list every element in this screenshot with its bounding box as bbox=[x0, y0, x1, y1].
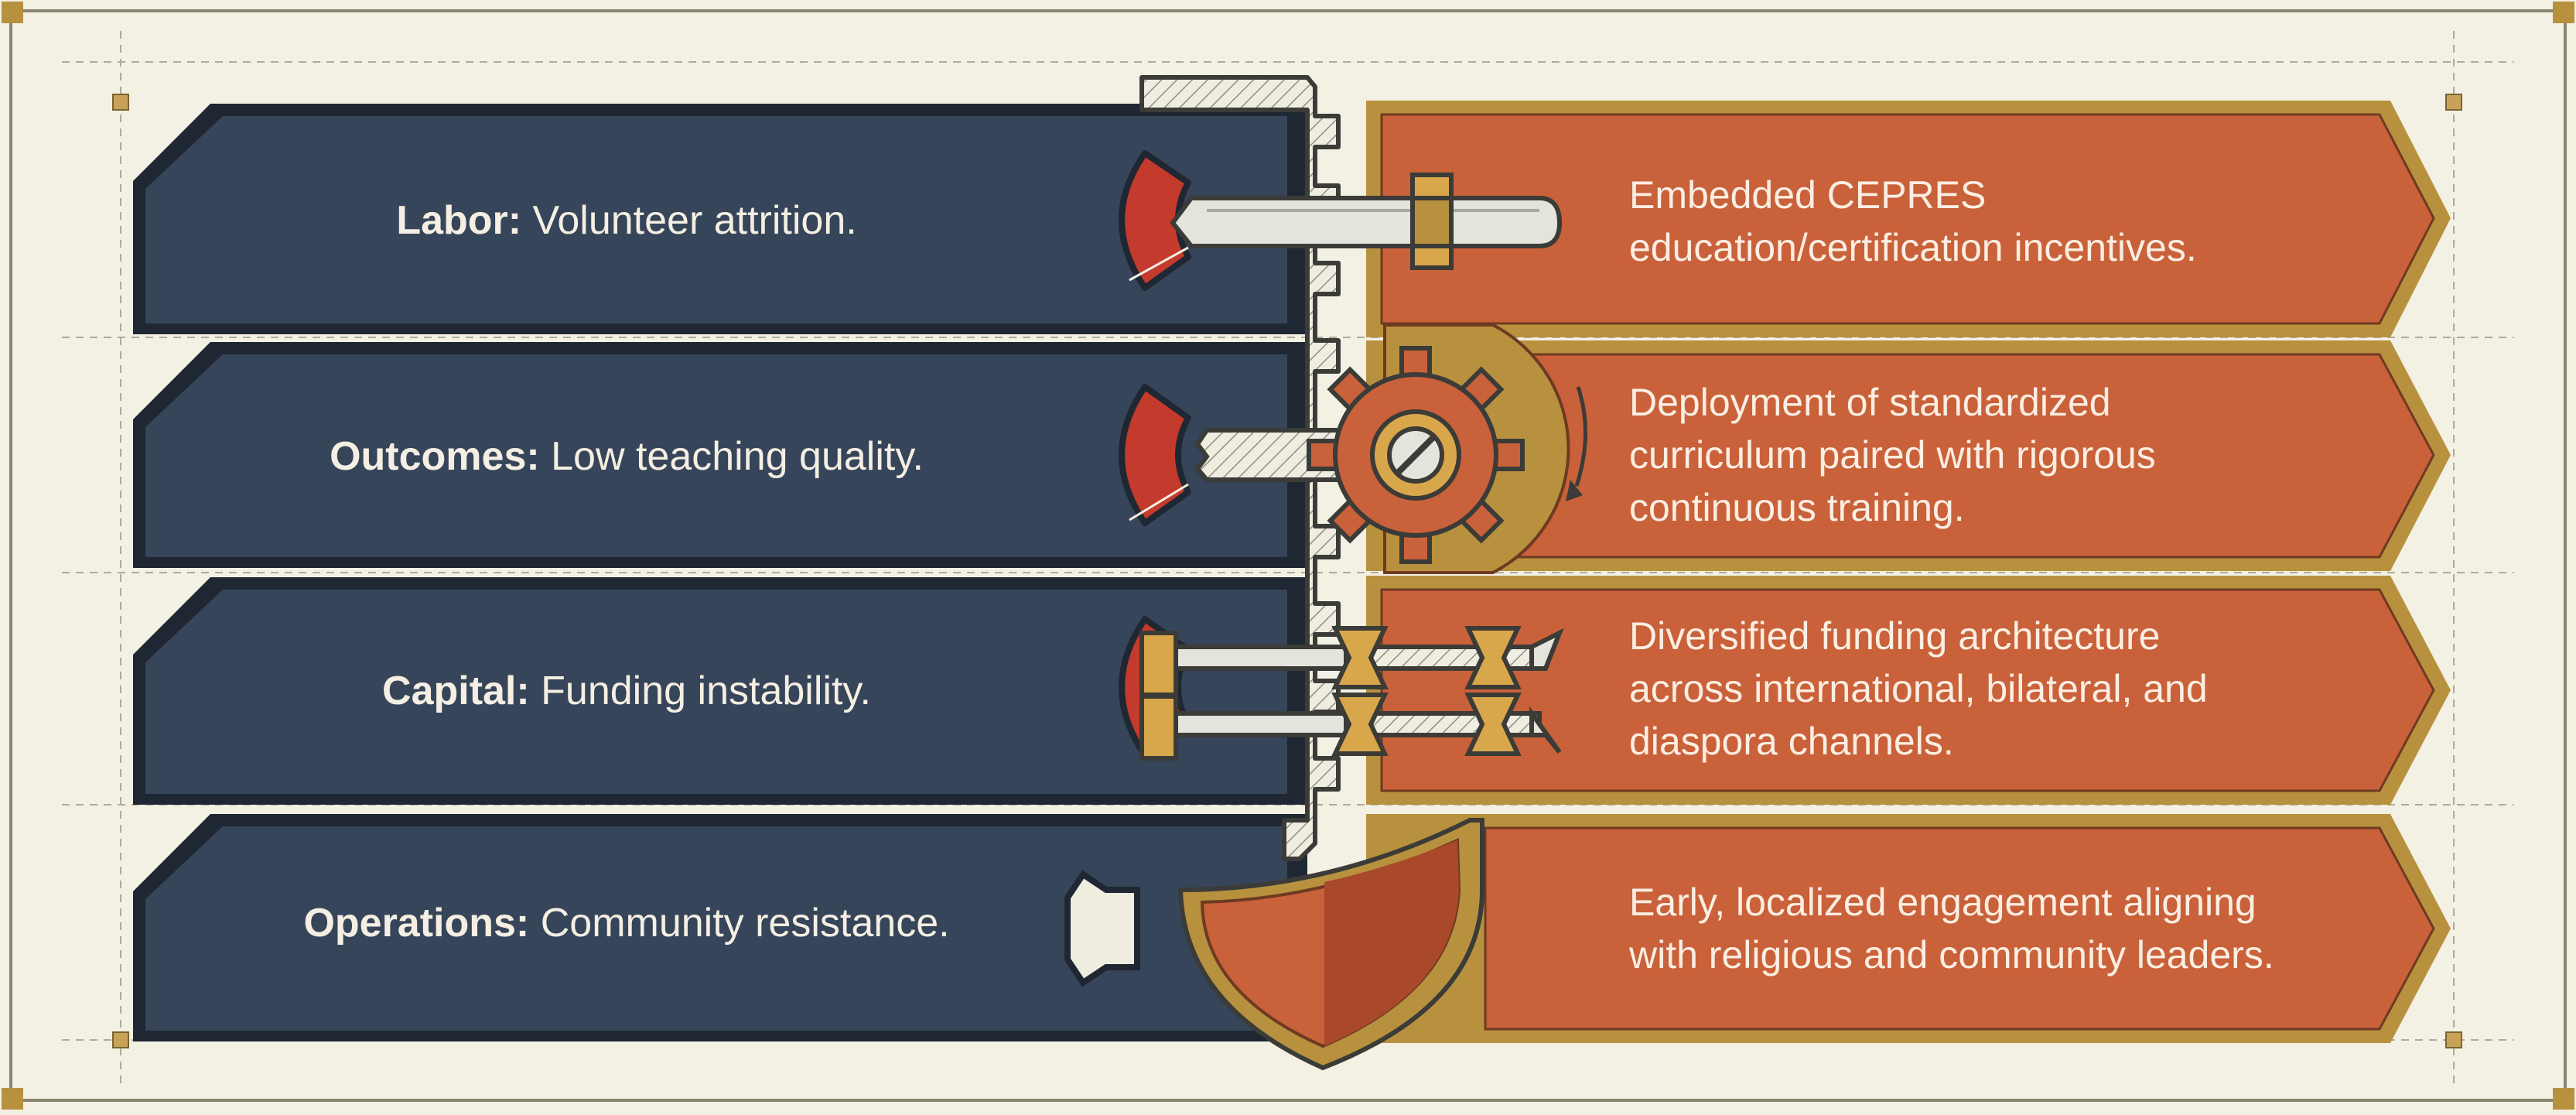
risk-label-labor: Labor: Volunteer attrition. bbox=[396, 197, 856, 244]
center-spine bbox=[1139, 75, 1341, 861]
risk-category: Outcomes: bbox=[330, 434, 540, 479]
risk-category: Capital: bbox=[382, 669, 530, 713]
risk-label-outcomes: Outcomes: Low teaching quality. bbox=[330, 433, 924, 480]
bolt-icon bbox=[1170, 173, 1563, 270]
risk-description: Low teaching quality. bbox=[551, 434, 924, 479]
solution-panel-outcomes bbox=[1366, 340, 2451, 571]
risk-label-operations: Operations: Community resistance. bbox=[303, 900, 949, 946]
risk-panel-operations bbox=[133, 814, 1307, 1041]
shield-icon bbox=[1177, 818, 1484, 1071]
risk-label-capital: Capital: Funding instability. bbox=[382, 668, 871, 714]
risk-panel-outcomes bbox=[133, 342, 1307, 568]
risk-description: Community resistance. bbox=[540, 901, 950, 946]
solution-panel-operations bbox=[1366, 814, 2451, 1043]
risk-panel-capital bbox=[133, 577, 1307, 805]
solution-text-capital: Diversified funding architecture across … bbox=[1629, 614, 2208, 763]
risk-category: Operations: bbox=[303, 901, 530, 946]
solution-panels bbox=[1366, 101, 2451, 1043]
risk-category: Labor: bbox=[396, 198, 522, 243]
risk-panels bbox=[133, 104, 1307, 1041]
risk-description: Funding instability. bbox=[541, 669, 871, 713]
solution-text-operations: Early, localized engagement aligning wit… bbox=[1629, 881, 2274, 976]
gear-icon bbox=[1194, 323, 1587, 574]
double-bolt-icon bbox=[1139, 626, 1564, 761]
risk-panel-labor bbox=[133, 104, 1307, 334]
risk-description: Volunteer attrition. bbox=[532, 198, 857, 243]
solution-text-outcomes: Deployment of standardized curriculum pa… bbox=[1629, 381, 2156, 529]
solution-panel-labor bbox=[1366, 101, 2451, 337]
solution-text-labor: Embedded CEPRES education/certification … bbox=[1629, 173, 2197, 269]
solution-panel-capital bbox=[1366, 576, 2451, 805]
